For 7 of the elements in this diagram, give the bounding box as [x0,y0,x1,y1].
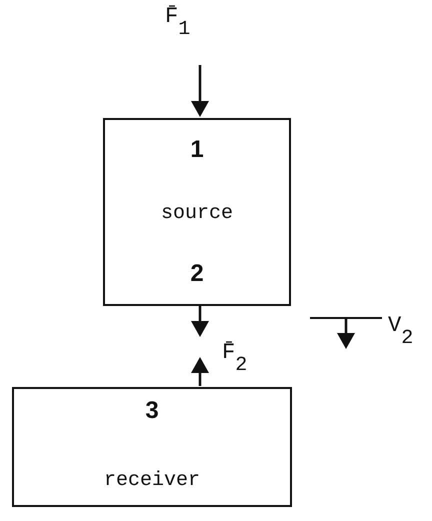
source-box [103,118,291,306]
port-number: 3 [144,397,160,425]
box-label: receiver [102,469,201,492]
box-label: source [160,202,234,225]
port-number: 1 [189,136,205,164]
port-number: 2 [189,260,205,288]
receiver-box [12,387,292,507]
